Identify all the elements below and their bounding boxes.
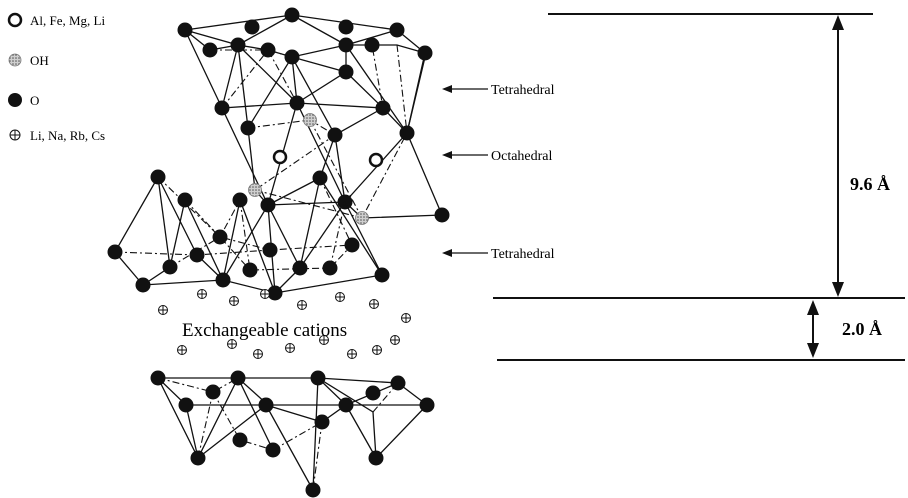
exchangeable-cation	[285, 343, 295, 353]
arrow-left-icon	[442, 151, 452, 159]
octahedral-label: Octahedral	[491, 149, 553, 164]
legend-metal-label: Al, Fe, Mg, Li	[30, 13, 106, 28]
legend-cation-symbol	[9, 129, 21, 141]
layer-labels: Tetrahedral Octahedral Tetrahedral	[442, 83, 555, 262]
arrow-left-icon	[442, 85, 452, 93]
octahedral-metal-atom	[368, 152, 384, 168]
lower-tetrahedral-sheet	[150, 370, 435, 498]
exchangeable-cation	[227, 339, 237, 349]
exchangeable-cation	[177, 345, 187, 355]
hydroxyl-atom	[355, 211, 369, 225]
legend-cation-label: Li, Na, Rb, Cs	[30, 128, 105, 143]
arrow-down-icon	[832, 282, 844, 297]
bottom-tetrahedral-label: Tetrahedral	[491, 247, 555, 262]
legend-oh-symbol	[8, 53, 22, 67]
exchangeable-cation	[253, 349, 263, 359]
exchangeable-cation	[347, 349, 357, 359]
lower-tetrahedral-bonds	[157, 376, 428, 493]
legend: Al, Fe, Mg, Li OH O Li, Na, Rb, Cs	[7, 12, 106, 143]
octahedral-metal-atom	[272, 149, 288, 165]
exchangeable-cation	[260, 289, 270, 299]
legend-oxygen-label: O	[30, 93, 39, 108]
top-tetrahedral-label: Tetrahedral	[491, 83, 555, 98]
exchangeable-cations	[158, 289, 411, 359]
arrow-down-icon	[807, 343, 819, 358]
arrow-up-icon	[832, 15, 844, 30]
exchangeable-cation	[372, 345, 382, 355]
top-clay-layer	[107, 7, 450, 301]
lower-tetrahedral-atoms	[150, 370, 435, 498]
legend-oh-label: OH	[30, 53, 49, 68]
interlayer-label: Exchangeable cations	[182, 320, 347, 341]
interlayer-spacing-label: 2.0 Å	[842, 319, 882, 339]
exchangeable-cation	[335, 292, 345, 302]
hydroxyl-atom	[248, 183, 262, 197]
arrow-left-icon	[442, 249, 452, 257]
top-tetrahedral-atoms	[177, 7, 433, 143]
dimension-markers: 9.6 Å 2.0 Å	[493, 13, 905, 361]
octahedral-bonds	[221, 101, 443, 220]
bottom-tetrahedral-atoms	[107, 169, 390, 301]
legend-oxygen-symbol	[8, 93, 22, 107]
exchangeable-cation	[158, 305, 168, 315]
exchangeable-cation	[369, 299, 379, 309]
exchangeable-cation	[401, 313, 411, 323]
exchangeable-cation	[197, 289, 207, 299]
hydroxyl-atom	[303, 113, 317, 127]
legend-metal-symbol	[7, 12, 23, 28]
exchangeable-cation	[229, 296, 239, 306]
exchangeable-cation	[390, 335, 400, 345]
arrow-up-icon	[807, 300, 819, 315]
exchangeable-cation	[297, 300, 307, 310]
exchangeable-cation	[319, 335, 329, 345]
layer-thickness-label: 9.6 Å	[850, 174, 890, 194]
